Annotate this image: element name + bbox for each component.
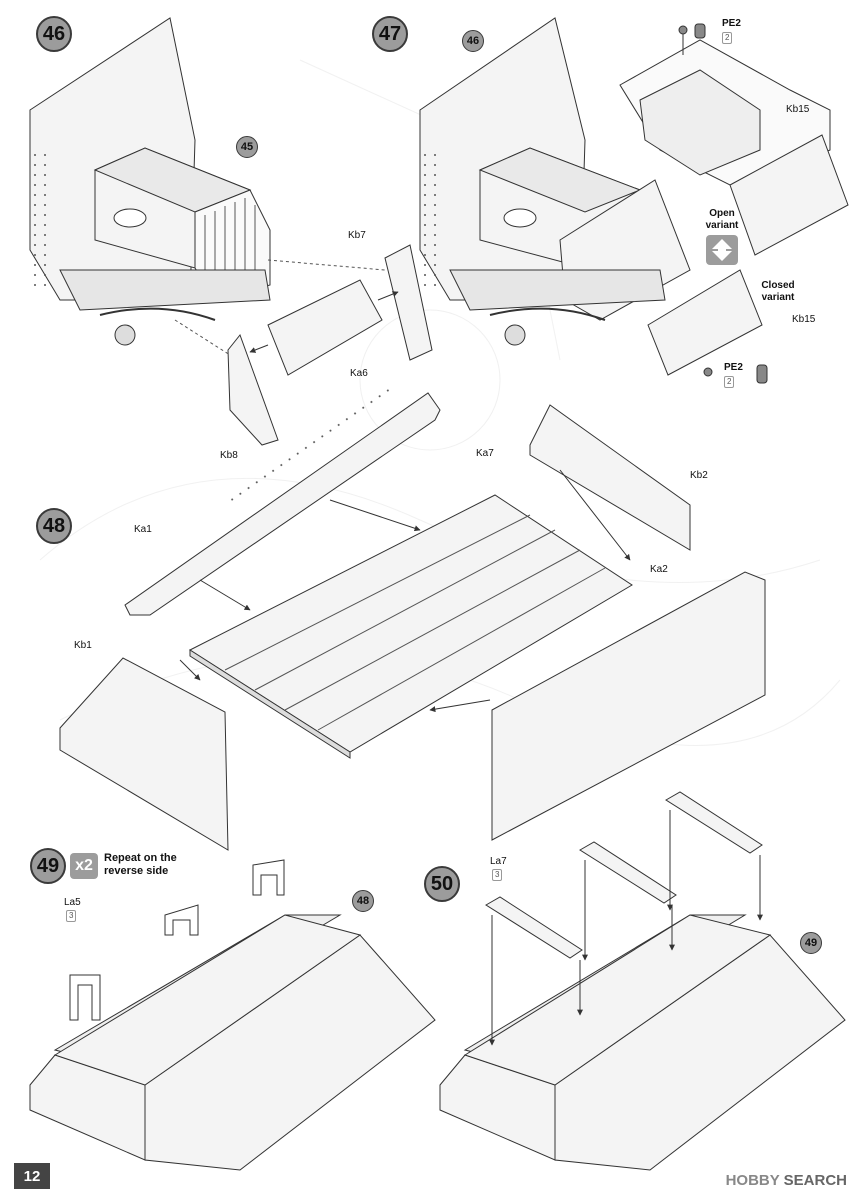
ref-badge-45: 45 [236,136,258,158]
bed-back-side-49 [53,914,362,1086]
label-ka7: Ka7 [476,448,494,459]
step47-drawing [419,17,849,384]
watermark-suffix: SEARCH [783,1172,847,1189]
la7-multiplier: 3 [492,869,503,881]
part-kb15-bottom [647,269,763,376]
label-kb8: Kb8 [220,450,238,461]
wheel-hub [114,324,136,346]
chassis-frame [59,269,271,311]
label-kb1: Kb1 [74,640,92,651]
label-kb7: Kb7 [348,230,366,241]
ref-badge-49: 49 [800,932,822,954]
part-ka1 [124,392,441,616]
bed-back-side-50 [463,914,772,1086]
watermark-brand: HOBBY [725,1172,780,1189]
step-48-badge: 48 [36,508,72,544]
step48-drawing [59,383,766,851]
label-pe2-top: PE2 [722,18,741,29]
part-kb15-top [729,134,849,256]
page-number: 12 [14,1163,50,1189]
bed-front-side-49 [29,1054,146,1161]
step-49-badge: 49 [30,848,66,884]
pe2-hinge-bottom [703,364,768,384]
closed-variant-note: Closed variant [761,280,795,303]
part-kb1 [59,657,229,851]
repeat-count-badge: x2 [70,853,98,879]
step46-drawing [29,17,433,446]
la5-multiplier: 3 [66,910,77,922]
floor-planks [224,514,606,731]
step50-drawing [439,791,846,1171]
step-50-badge: 50 [424,866,460,902]
part-kb2 [529,404,691,551]
hood-badge [113,208,147,228]
step-46-badge: 46 [36,16,72,52]
ref-badge-48: 48 [352,890,374,912]
part-ka6 [267,279,383,376]
leaf-spring [99,307,216,321]
label-kb15-top: Kb15 [786,104,810,115]
part-kb8 [227,333,279,446]
part-la5-stakes [69,859,285,1021]
open-variant-note: Open variant [705,208,739,231]
label-kb2: Kb2 [690,470,708,481]
label-ka6: Ka6 [350,368,368,379]
pe2-hinge-top [678,23,706,55]
label-pe2-bottom: PE2 [724,362,743,373]
label-ka1: Ka1 [134,524,152,535]
part-la7-crossbars [485,791,763,959]
label-ka2: Ka2 [650,564,668,575]
label-la5: La5 [64,897,81,908]
part-ka2 [491,571,766,841]
inset-hood [639,69,761,176]
label-la7: La7 [490,856,507,867]
bed-front-side-50 [439,1054,556,1161]
step-47-badge: 47 [372,16,408,52]
pe2-top-multiplier: 2 [722,32,733,44]
pe2-bottom-multiplier: 2 [724,376,735,388]
part-kb7 [384,244,433,361]
label-kb15-bottom: Kb15 [792,314,816,325]
cab-rear-rivets [34,150,54,290]
repeat-note: Repeat on the reverse side [104,852,177,877]
watermark: HOBBY SEARCH [726,1172,847,1189]
step49-drawing [29,859,436,1171]
ref-badge-46: 46 [462,30,484,52]
